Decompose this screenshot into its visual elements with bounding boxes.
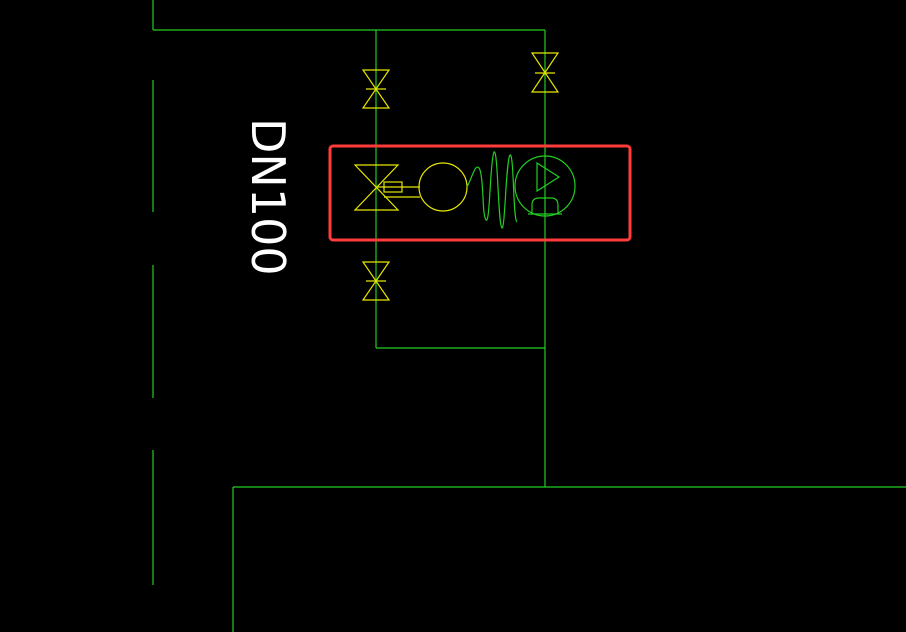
gate-valve-left-bottom[interactable] [361, 261, 391, 301]
tank-outline [232, 486, 906, 632]
gate-valve-left-top[interactable] [361, 69, 391, 109]
gate-valve-right-top[interactable] [530, 52, 560, 93]
pipe-size-label: DN100 [241, 118, 295, 276]
control-valve[interactable] [353, 164, 420, 211]
flexible-joint-icon [466, 151, 518, 229]
selection-highlight-box [328, 144, 632, 242]
pump-icon[interactable] [514, 155, 576, 217]
highlighted-equipment-group[interactable] [328, 144, 632, 242]
gauge-icon [418, 162, 468, 212]
